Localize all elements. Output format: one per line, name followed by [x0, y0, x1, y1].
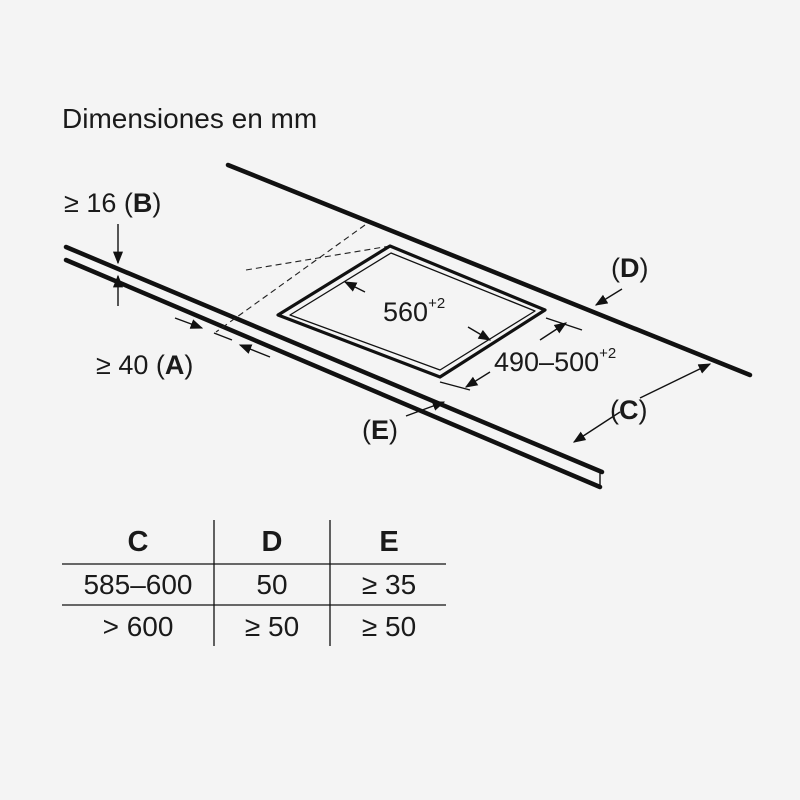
table-cell-r1-c: 585–600 [83, 569, 192, 600]
depth-extension-bottom [439, 381, 471, 391]
worktop-front-edge-top [63, 244, 605, 475]
wall-reference-line [215, 224, 366, 333]
width-arrow-right [467, 326, 492, 341]
table-cell-r2-c: > 600 [103, 611, 174, 642]
a-arrow-right [238, 344, 271, 358]
depth-arrow-top [539, 322, 568, 341]
worktop-front-edge-bottom [63, 257, 603, 490]
hob-cutout-inner [289, 252, 536, 371]
depth-arrow-bottom [464, 371, 491, 388]
clearance-table: C D E 585–600 50 ≥ 35 > 600 ≥ 50 ≥ 50 [62, 520, 446, 646]
a-span [213, 332, 233, 341]
table-header-c: C [128, 526, 149, 558]
depth-dimension-label: 490–500+2 [494, 345, 616, 377]
width-arrow-left [343, 281, 366, 293]
hob-cutout-outer [276, 244, 547, 379]
c-label: (C) [610, 395, 648, 425]
table-header-d: D [262, 526, 283, 558]
worktop-back-edge [225, 162, 753, 378]
c-arrow-upper [639, 363, 712, 399]
table-cell-r1-e: ≥ 35 [362, 569, 416, 600]
table-cell-r2-d: ≥ 50 [245, 611, 299, 642]
c-arrow-lower [572, 411, 621, 443]
table-header-e: E [379, 526, 398, 558]
a-arrow-left [174, 317, 204, 329]
e-arrow [405, 401, 446, 417]
b-label: ≥ 16 (B) [64, 188, 161, 218]
a-label: ≥ 40 (A) [96, 350, 193, 380]
width-dimension-label: 560+2 [383, 295, 445, 327]
e-label: (E) [362, 415, 398, 445]
cabinet-reference-line [245, 245, 391, 271]
d-label: (D) [611, 253, 649, 283]
diagram-title: Dimensiones en mm [62, 103, 317, 134]
d-arrow [594, 288, 623, 306]
table-cell-r1-d: 50 [256, 569, 287, 600]
table-cell-r2-e: ≥ 50 [362, 611, 416, 642]
